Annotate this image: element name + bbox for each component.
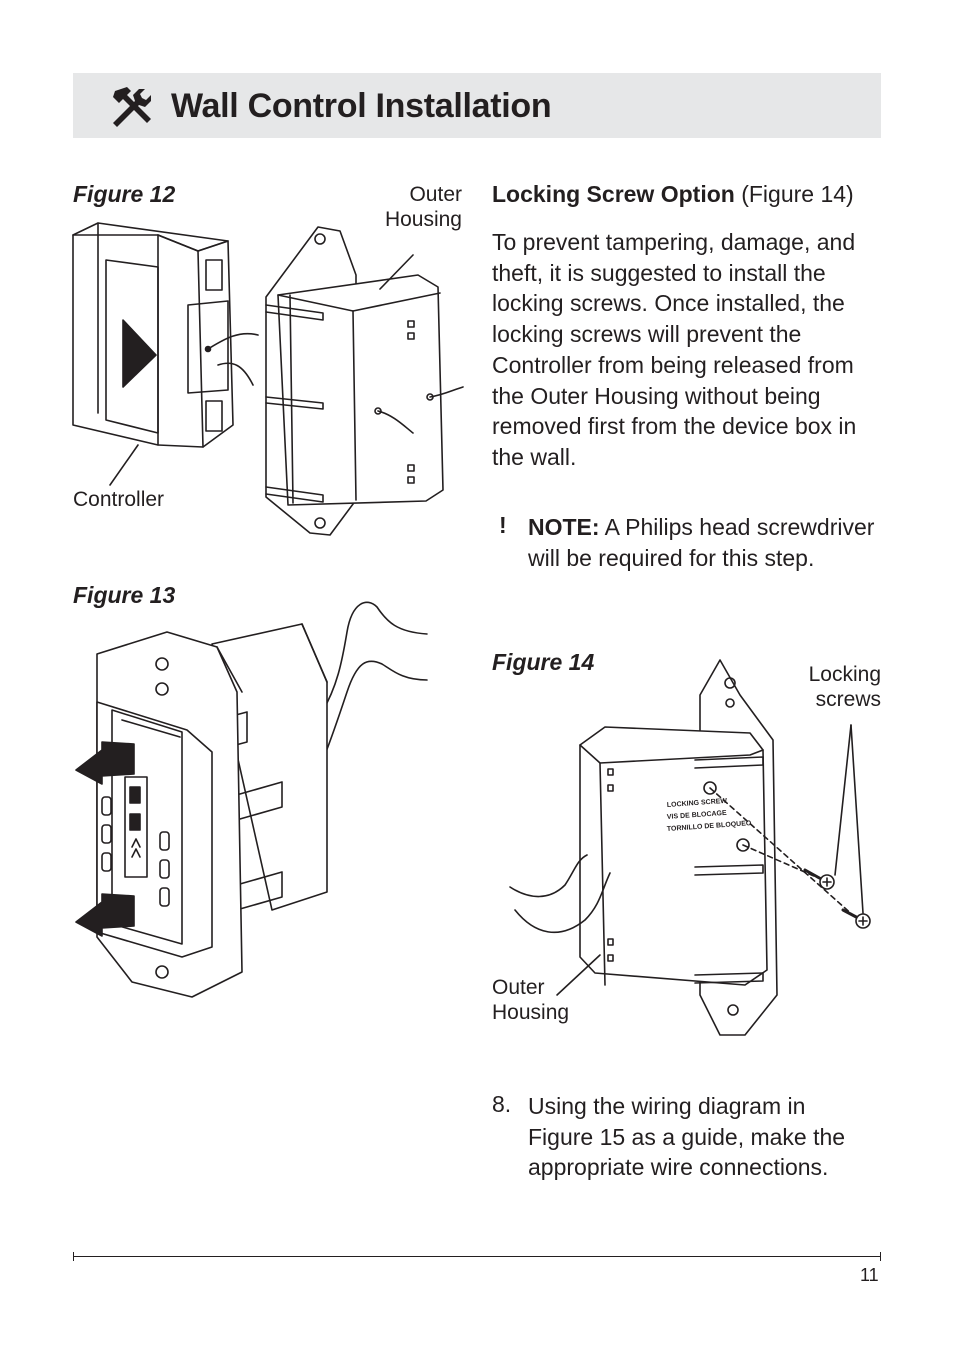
push-arrow-icon (76, 742, 134, 784)
note-body: A Philips head screwdriver will be requi… (528, 514, 875, 571)
note-label: NOTE: (528, 514, 600, 540)
locking-screw-title: Locking Screw Option (492, 181, 735, 207)
screw-hole (704, 782, 716, 794)
callout-line: Housing (492, 1001, 570, 1024)
housing-label-line: LOCKING SCREW (667, 798, 728, 809)
figure-12-label: Figure 12 (73, 181, 176, 207)
wire (515, 873, 610, 932)
leader-outer-housing (380, 255, 413, 289)
callout-line: screws (815, 688, 881, 711)
screw-hole (737, 839, 749, 851)
step-number: 8. (492, 1091, 512, 1117)
callout-line: Outer (492, 976, 545, 999)
step-text: Using the wiring diagram in Figure 15 as… (528, 1093, 846, 1180)
figure-14-illustration: LOCKING SCREW VIS DE BLOCAGE TORNILLO DE… (505, 655, 885, 1045)
figure-reference: (Figure 14) (734, 181, 854, 207)
callout-line: Outer (409, 183, 462, 206)
outer-housing-device (266, 227, 463, 535)
footer-rule (73, 1256, 881, 1257)
callout-line: Housing (384, 208, 462, 231)
push-arrow-icon (76, 894, 134, 936)
figure-14-label: Figure 14 (492, 649, 595, 675)
tools-icon (113, 87, 151, 127)
footer-tick (880, 1252, 881, 1261)
figure-12-illustration (68, 215, 468, 550)
page-number: 11 (860, 1265, 879, 1285)
wire (322, 602, 427, 712)
figure-13-illustration (72, 592, 432, 1002)
controller-device (73, 223, 258, 447)
note-text: NOTE: A Philips head screwdriver will be… (528, 512, 888, 573)
figure-14-outer-housing-callout: Outer Housing (492, 975, 569, 1025)
figure-12-outer-housing-callout: Outer Housing (370, 182, 462, 232)
wire (510, 855, 587, 897)
wire (324, 661, 427, 757)
figure-13-label: Figure 13 (73, 582, 176, 608)
callout-line: Locking (808, 663, 881, 686)
note-mark: ! (499, 512, 507, 538)
locking-screw-paragraph: To prevent tampering, damage, and theft,… (492, 229, 857, 470)
leader-outer-housing (557, 955, 600, 995)
section-header: Wall Control Installation (73, 73, 881, 138)
locking-screw-heading: Locking Screw Option (Figure 14) (492, 181, 854, 208)
leader-locking-screw (835, 725, 851, 875)
leader-locking-screw (851, 725, 863, 913)
footer-tick (73, 1252, 74, 1261)
housing-label-line: VIS DE BLOCAGE (667, 810, 728, 821)
leader-controller (110, 445, 138, 485)
figure-12-controller-callout: Controller (73, 488, 165, 511)
figure-14-locking-screws-callout: Locking screws (790, 662, 881, 712)
page-title: Wall Control Installation (171, 87, 552, 125)
